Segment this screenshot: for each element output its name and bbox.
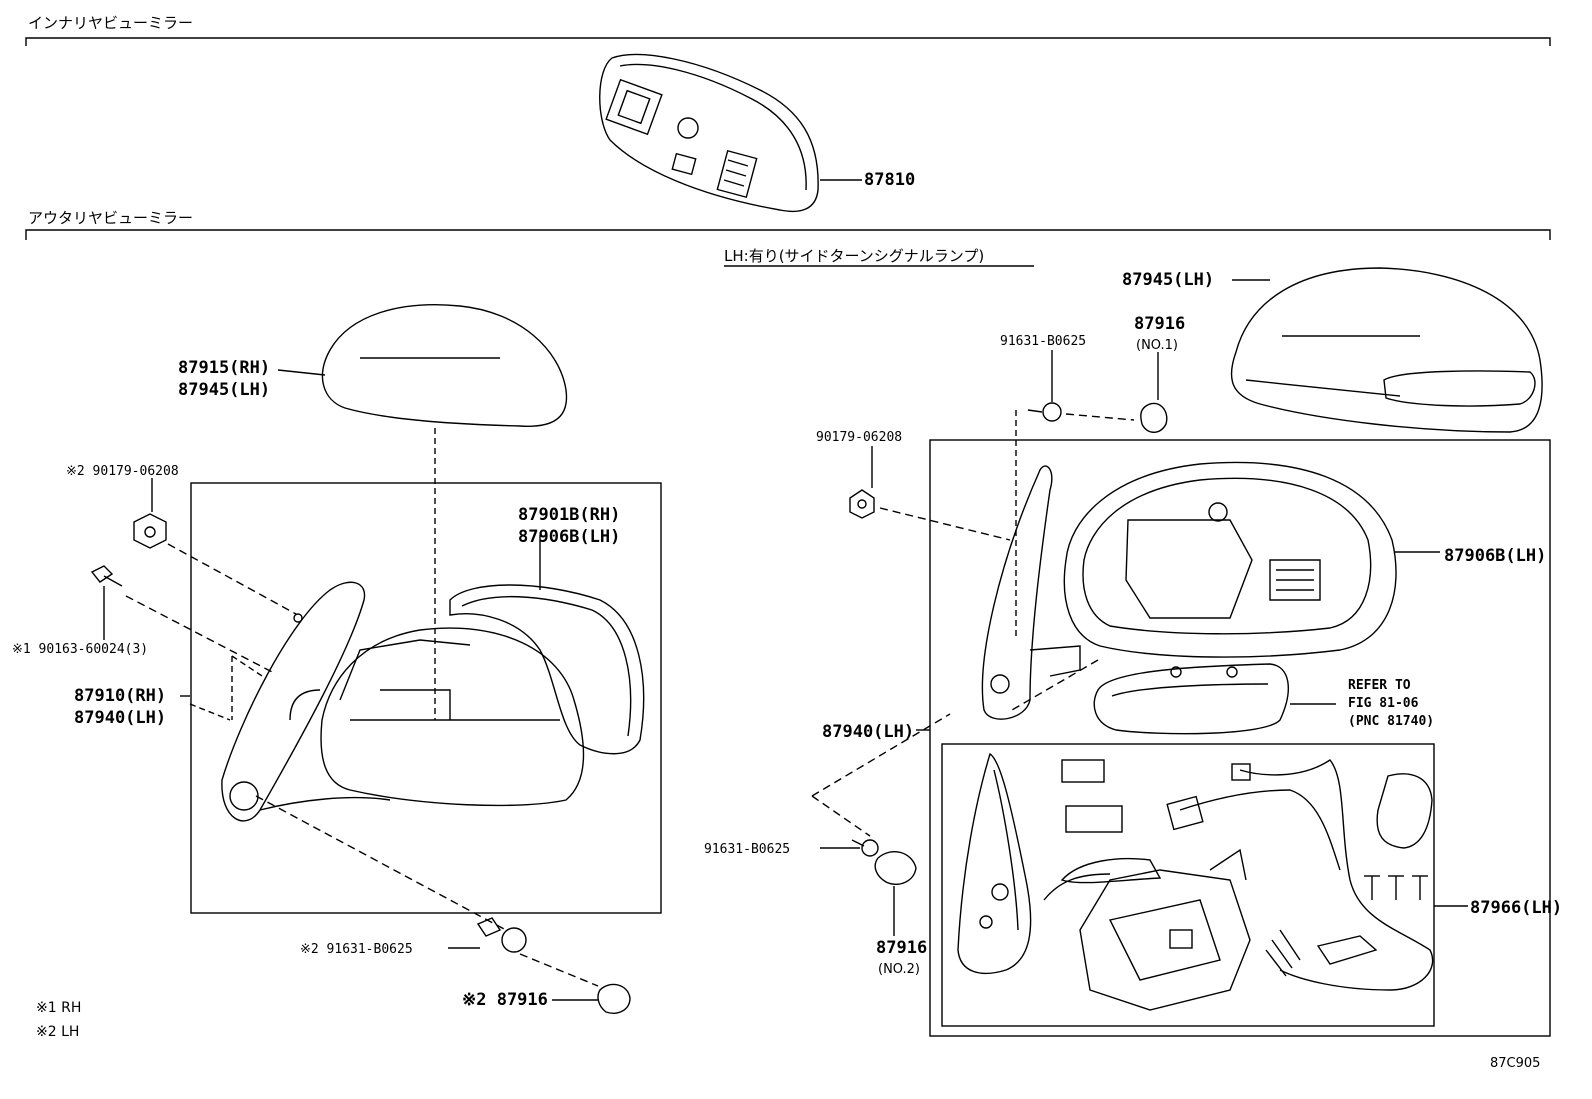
right-bottom-cap-drawing — [874, 850, 917, 886]
right-motor-drawing — [1079, 848, 1251, 1011]
figure-code: 87C905 — [1490, 1056, 1541, 1071]
label-refer-to: REFER TO — [1348, 678, 1411, 693]
right-cover-drawing — [1230, 267, 1543, 433]
label-87945-lh-left: 87945(LH) — [178, 380, 271, 400]
left-housing-drawing — [289, 627, 585, 807]
variant-note: LH:有り(サイドターンシグナルランプ) — [724, 247, 985, 265]
label-87940-lh-left: 87940(LH) — [74, 708, 167, 728]
legend-rh: ※1 RH — [36, 1000, 82, 1016]
left-assembly-box — [190, 482, 662, 914]
label-90179-right: 90179-06208 — [816, 430, 903, 445]
section-outer-title: アウタリヤビューミラー — [28, 209, 194, 227]
label-91631-left: ※2 91631-B0625 — [300, 942, 413, 957]
left-nut-drawing — [133, 513, 167, 549]
label-87916-no2-sub: (NO.2) — [878, 962, 920, 977]
label-90163: ※1 90163-60024(3) — [12, 642, 149, 657]
label-refer-fig: FIG 81-06 — [1348, 696, 1419, 711]
right-top-cap-drawing — [1140, 402, 1168, 433]
right-bottom-screw-drawing — [851, 839, 879, 857]
label-91631-top: 91631-B0625 — [1000, 334, 1087, 349]
right-housing-drawing — [1063, 461, 1397, 658]
left-screw-drawing — [476, 917, 527, 953]
label-87916-no1-sub: (NO.1) — [1136, 338, 1178, 353]
right-base-drawing — [981, 465, 1081, 720]
label-refer-pnc: (PNC 81740) — [1348, 714, 1435, 729]
label-87916-left: ※2 87916 — [462, 990, 548, 1010]
label-87966-lh: 87966(LH) — [1470, 898, 1563, 918]
right-nut-drawing — [849, 489, 875, 519]
left-mirror-glass-drawing — [449, 584, 645, 755]
inner-section-bracket — [25, 37, 1551, 46]
left-bolt-drawing — [90, 565, 123, 587]
label-87916-no2: 87916 — [876, 938, 928, 958]
left-cap-drawing — [597, 983, 631, 1014]
label-87945-lh-right: 87945(LH) — [1122, 270, 1215, 290]
right-harness-drawing — [1043, 759, 1434, 991]
legend-lh: ※2 LH — [36, 1024, 80, 1040]
label-87916-no1: 87916 — [1134, 314, 1186, 334]
right-assembly-box — [929, 439, 1551, 1037]
right-signal-lamp-drawing — [1093, 663, 1289, 735]
label-87901b-rh: 87901B(RH) — [518, 505, 621, 525]
label-87906b-lh-right: 87906B(LH) — [1444, 546, 1547, 566]
label-91631-bottom: 91631-B0625 — [704, 842, 791, 857]
right-mirror-glass-drawing — [957, 752, 1032, 974]
right-inner-box — [941, 743, 1435, 1027]
label-87915-rh: 87915(RH) — [178, 358, 271, 378]
label-87940-lh-right: 87940(LH) — [822, 722, 915, 742]
label-90179-left: ※2 90179-06208 — [66, 464, 179, 479]
left-cover-drawing — [321, 304, 568, 427]
label-87810: 87810 — [864, 170, 916, 190]
outer-section-bracket — [25, 229, 1551, 240]
section-inner-title: インナリヤビューミラー — [28, 14, 194, 32]
label-87906b-lh-left: 87906B(LH) — [518, 527, 621, 547]
inner-mirror-drawing — [599, 53, 819, 213]
left-base-drawing — [221, 581, 391, 822]
right-top-screw-drawing — [1027, 402, 1062, 422]
right-screws-drawing — [1364, 875, 1428, 900]
right-pad-drawing — [1376, 773, 1433, 849]
label-87910-rh: 87910(RH) — [74, 686, 167, 706]
